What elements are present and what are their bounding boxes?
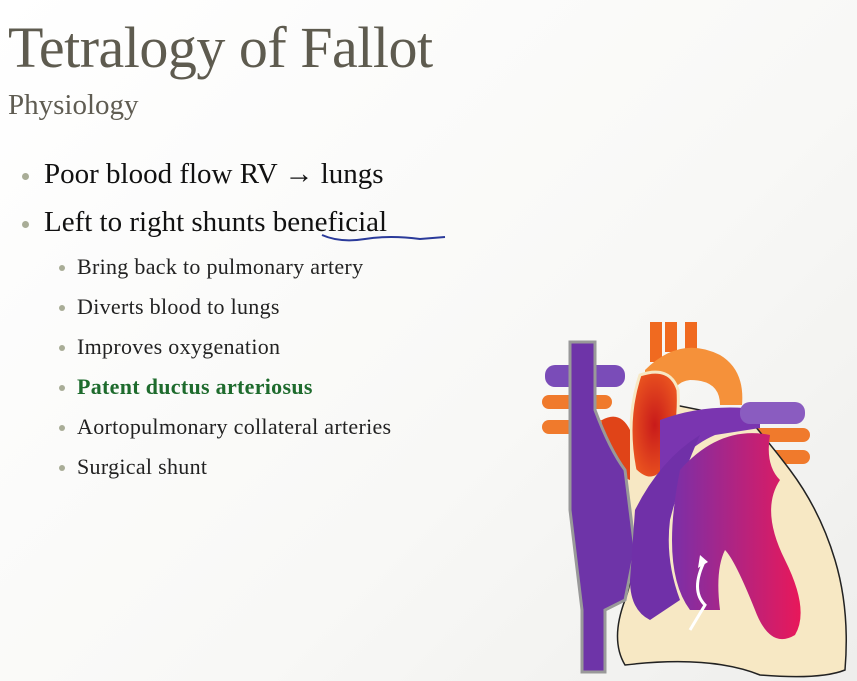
bullet-dot-icon — [22, 173, 29, 180]
bullet-item: Poor blood flow RV → lungs — [22, 158, 384, 191]
sub-bullet-item: Aortopulmonary collateral arteries — [59, 414, 392, 440]
bullet-dot-icon — [59, 305, 65, 311]
sub-bullet-item: Diverts blood to lungs — [59, 294, 280, 320]
sub-bullet-item: Improves oxygenation — [59, 334, 281, 360]
bullet-text: Aortopulmonary collateral arteries — [77, 414, 392, 439]
slide-subtitle: Physiology — [8, 89, 139, 121]
slide-title: Tetralogy of Fallot — [8, 15, 433, 80]
bullet-dot-icon — [59, 385, 65, 391]
bullet-text: Left to right shunts beneficial — [44, 206, 388, 238]
bullet-text: Surgical shunt — [77, 454, 208, 479]
heart-diagram-illustration — [542, 322, 847, 678]
bullet-item: Left to right shunts beneficial — [22, 206, 388, 239]
bullet-text: Improves oxygenation — [77, 334, 281, 359]
bullet-dot-icon — [22, 221, 29, 228]
bullet-text: Bring back to pulmonary artery — [77, 254, 364, 279]
bullet-dot-icon — [59, 465, 65, 471]
bullet-dot-icon — [59, 425, 65, 431]
bullet-text: Diverts blood to lungs — [77, 294, 280, 319]
bullet-dot-icon — [59, 265, 65, 271]
sub-bullet-item-highlighted: Patent ductus arteriosus — [59, 374, 313, 400]
sub-bullet-item: Surgical shunt — [59, 454, 208, 480]
bullet-dot-icon — [59, 345, 65, 351]
bullet-text: Poor blood flow RV → lungs — [44, 158, 384, 190]
sub-bullet-item: Bring back to pulmonary artery — [59, 254, 364, 280]
handwritten-underline-annotation — [321, 234, 446, 242]
bullet-text: Patent ductus arteriosus — [77, 374, 313, 399]
